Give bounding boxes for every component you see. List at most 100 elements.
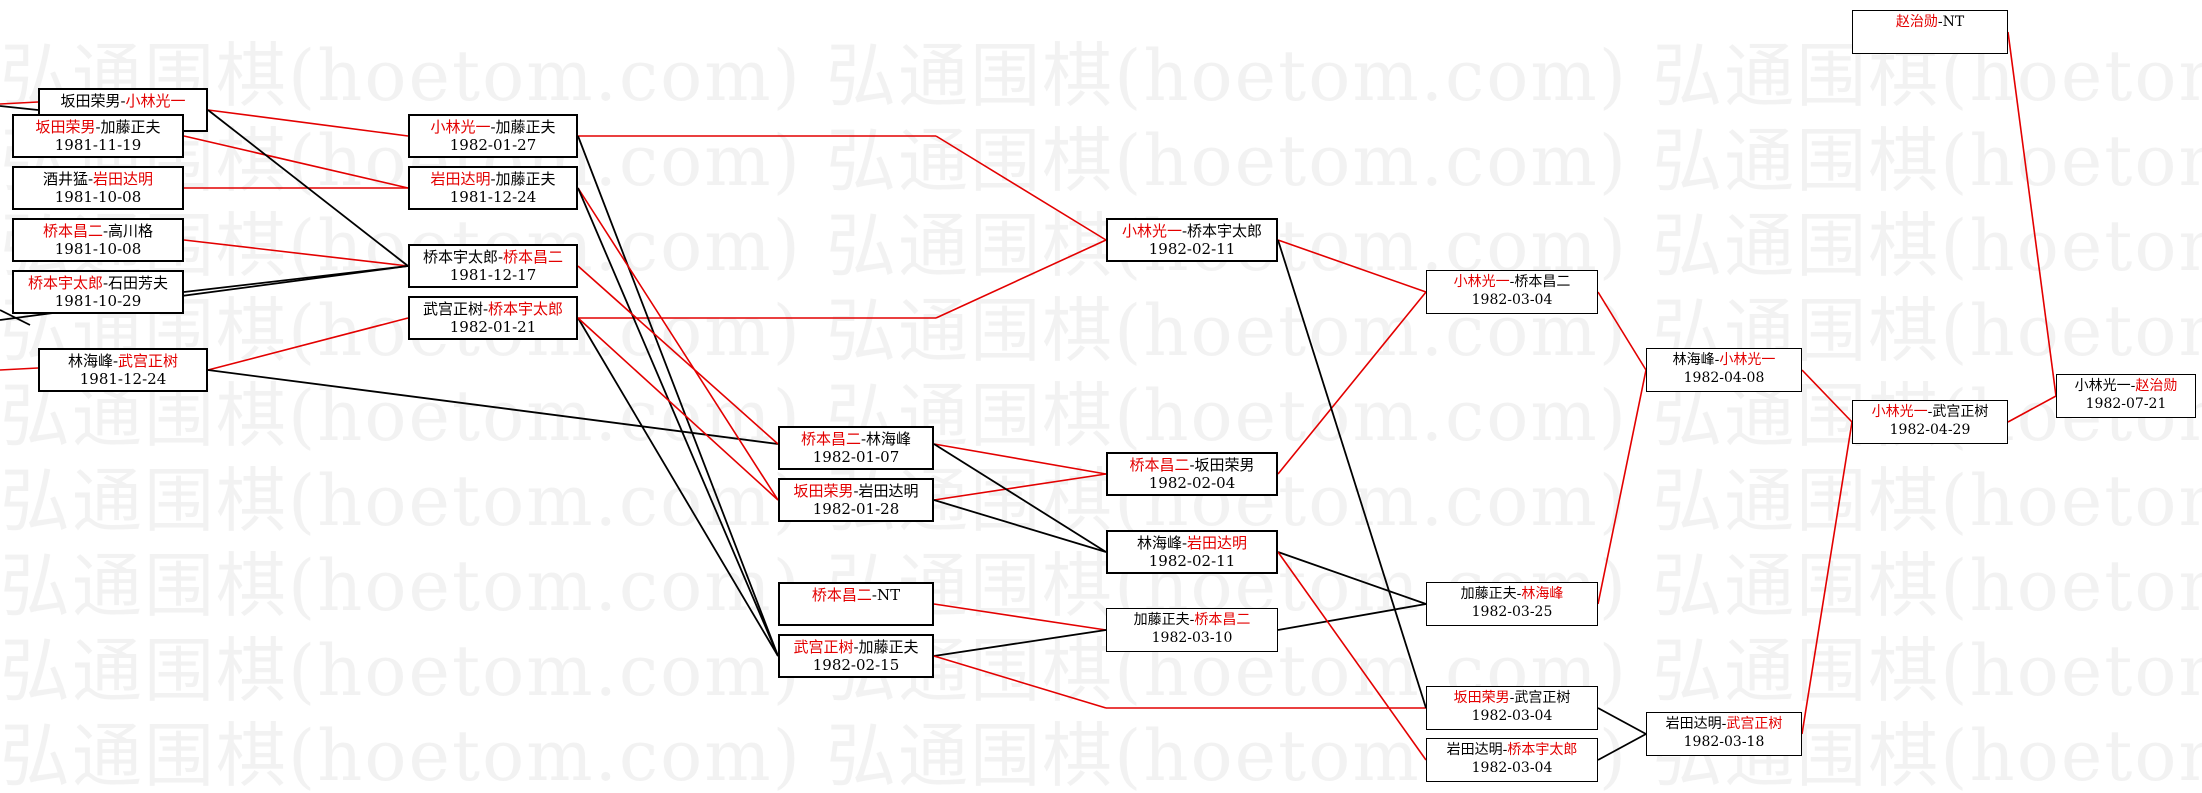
versus-separator: - bbox=[490, 118, 496, 136]
match-players: 林海峰-小林光一 bbox=[1647, 351, 1801, 369]
bracket-connector-line bbox=[935, 135, 1107, 241]
match-date: 1982-01-07 bbox=[812, 448, 900, 466]
bracket-connector-line bbox=[207, 109, 409, 137]
match-box: 小林光一-武宫正树 1982-04-29 bbox=[1852, 400, 2008, 444]
player-two-name: 坂田荣男 bbox=[1194, 456, 1255, 474]
player-two-name: 加藤正夫 bbox=[495, 170, 556, 188]
versus-separator: - bbox=[860, 430, 867, 448]
match-date: 1982-04-29 bbox=[1889, 422, 1971, 438]
player-one-name: 酒井猛 bbox=[42, 170, 88, 188]
match-players: 坂田荣男-小林光一 bbox=[40, 92, 206, 110]
bracket-connector-line bbox=[577, 187, 779, 657]
bracket-connector-line bbox=[933, 443, 1107, 475]
match-players: 岩田达明-加藤正夫 bbox=[410, 170, 576, 188]
bracket-connector-line bbox=[207, 109, 409, 267]
player-two-name: 加藤正夫 bbox=[100, 118, 161, 136]
versus-separator: - bbox=[1714, 352, 1720, 368]
bracket-connector-line bbox=[183, 135, 409, 189]
bracket-connector-line bbox=[1597, 291, 1647, 371]
player-one-name: 小林光一 bbox=[430, 118, 491, 136]
player-one-name: 岩田达明 bbox=[1446, 742, 1503, 758]
match-date: 1981-10-08 bbox=[54, 240, 142, 258]
player-one-name: 坂田荣男 bbox=[35, 118, 96, 136]
player-two-name: 岩田达明 bbox=[858, 482, 919, 500]
player-one-name: 武宫正树 bbox=[793, 638, 854, 656]
match-date: 1982-03-10 bbox=[1151, 630, 1233, 646]
player-one-name: 小林光一 bbox=[1871, 404, 1928, 420]
bracket-connector-line bbox=[933, 629, 1107, 657]
bracket-connector-line bbox=[933, 473, 1107, 501]
match-date: 1982-03-04 bbox=[1471, 708, 1553, 724]
match-date: 1982-02-11 bbox=[1148, 240, 1236, 258]
player-one-name: 林海峰 bbox=[1672, 352, 1715, 368]
player-two-name: 小林光一 bbox=[1719, 352, 1776, 368]
match-players: 桥本昌二-林海峰 bbox=[780, 430, 932, 448]
player-one-name: 桥本昌二 bbox=[800, 430, 861, 448]
bracket-connector-line bbox=[1597, 369, 1647, 605]
player-one-name: 小林光一 bbox=[2074, 378, 2131, 394]
versus-separator: - bbox=[102, 274, 109, 292]
versus-separator: - bbox=[490, 170, 496, 188]
bracket-connector-line bbox=[577, 317, 779, 501]
match-players: 坂田荣男-加藤正夫 bbox=[14, 118, 182, 136]
bracket-connector-line bbox=[1277, 551, 1427, 605]
versus-separator: - bbox=[1927, 404, 1933, 420]
bracket-connector-line bbox=[933, 499, 1107, 553]
player-two-name: 岩田达明 bbox=[1187, 534, 1248, 552]
versus-separator: - bbox=[87, 170, 94, 188]
match-players: 桥本宇太郎-石田芳夫 bbox=[14, 274, 182, 292]
bracket-connector-line bbox=[2007, 395, 2057, 423]
match-players: 小林光一-赵治勋 bbox=[2057, 377, 2195, 395]
match-date: 1982-02-15 bbox=[812, 656, 900, 674]
player-two-name: 石田芳夫 bbox=[108, 274, 169, 292]
player-one-name: 岩田达明 bbox=[1665, 716, 1722, 732]
versus-separator: - bbox=[1189, 456, 1195, 474]
match-players: 林海峰-岩田达明 bbox=[1108, 534, 1276, 552]
bracket-connector-line bbox=[0, 105, 39, 111]
player-two-name: 加藤正夫 bbox=[858, 638, 919, 656]
player-two-name: NT bbox=[1942, 14, 1965, 30]
player-one-name: 岩田达明 bbox=[430, 170, 491, 188]
bracket-connector-line bbox=[1277, 551, 1427, 761]
player-two-name: 桥本昌二 bbox=[503, 248, 564, 266]
versus-separator: - bbox=[853, 638, 859, 656]
match-date: 1982-03-25 bbox=[1471, 604, 1553, 620]
match-players: 桥本昌二-NT bbox=[780, 586, 932, 604]
bracket-connector-line bbox=[1277, 239, 1427, 709]
versus-separator: - bbox=[1502, 742, 1508, 758]
match-date: 1982-03-04 bbox=[1471, 760, 1553, 776]
versus-separator: - bbox=[1181, 534, 1188, 552]
player-two-name: 武宫正树 bbox=[1514, 690, 1571, 706]
bracket-connector-line bbox=[577, 265, 779, 445]
versus-separator: - bbox=[1189, 612, 1195, 628]
match-players: 桥本昌二-高川格 bbox=[14, 222, 182, 240]
versus-separator: - bbox=[1509, 274, 1515, 290]
versus-separator: - bbox=[102, 222, 109, 240]
player-two-name: NT bbox=[876, 586, 901, 604]
player-two-name: 林海峰 bbox=[1521, 586, 1564, 602]
player-one-name: 加藤正夫 bbox=[1460, 586, 1517, 602]
bracket-connector-line bbox=[933, 443, 1107, 553]
player-one-name: 桥本昌二 bbox=[811, 586, 872, 604]
match-date: 1982-04-08 bbox=[1683, 370, 1765, 386]
player-two-name: 武宫正树 bbox=[118, 352, 179, 370]
match-date: 1981-10-29 bbox=[54, 292, 142, 310]
player-one-name: 林海峰 bbox=[67, 352, 113, 370]
bracket-connector-line bbox=[0, 367, 39, 371]
bracket-connector-line bbox=[183, 239, 409, 267]
bracket-connector-line bbox=[1597, 707, 1647, 735]
player-two-name: 武宫正树 bbox=[1932, 404, 1989, 420]
match-date: 1981-12-24 bbox=[449, 188, 537, 206]
bracket-connector-line bbox=[935, 239, 1107, 319]
